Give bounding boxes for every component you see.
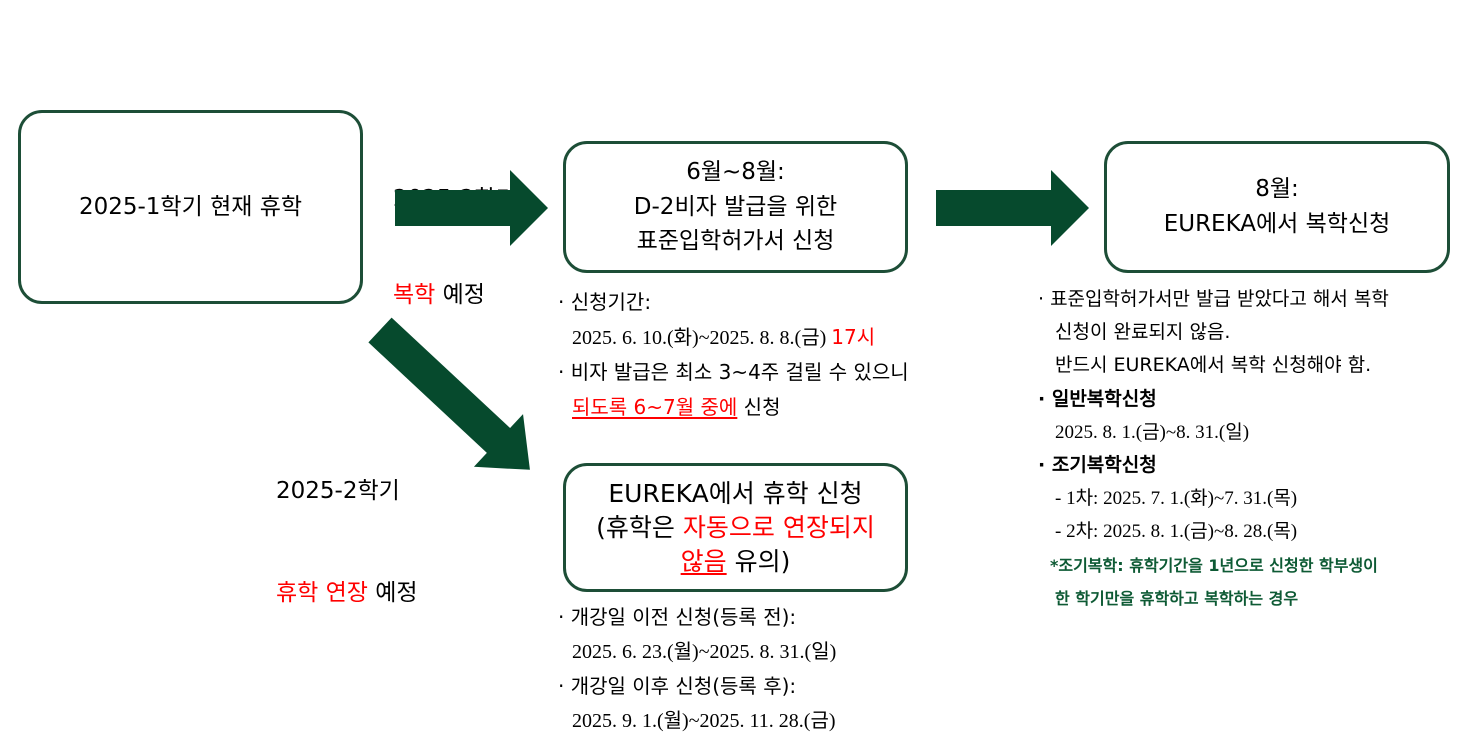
regular-return-dates: 2025. 8. 1.(금)~8. 31.(일) xyxy=(1055,421,1250,443)
early-return-round: - 2차: 2025. 8. 1.(금)~8. 28.(목) xyxy=(1055,521,1298,543)
regular-return-title: · 일반복학신청 xyxy=(1038,387,1157,410)
visa-step-notes: · 신청기간: 2025. 6. 10.(화)~2025. 8. 8.(금) 1… xyxy=(558,285,909,424)
extend-step-notes: · 개강일 이전 신청(등록 전): 2025. 6. 23.(월)~2025.… xyxy=(558,600,836,738)
return-step-period: 8월: xyxy=(1255,176,1299,202)
return-step-action: EUREKA에서 복학신청 xyxy=(1163,211,1391,237)
visa-step-period: 6월~8월: xyxy=(686,159,785,186)
extend-branch-semester: 2025-2학기 xyxy=(276,478,400,504)
extend-after-dates: 2025. 9. 1.(월)~2025. 11. 28.(금) xyxy=(572,709,836,732)
return-branch-highlight: 복학 xyxy=(393,282,436,308)
arrow-right-icon xyxy=(395,170,548,246)
return-step-box: 8월: EUREKA에서 복학신청 xyxy=(1104,141,1450,273)
visa-step-action: 표준입학허가서 신청 xyxy=(636,228,835,255)
extend-branch-label: 2025-2학기 휴학 연장 예정 xyxy=(276,406,418,678)
visa-advice-line: 되도록 6~7월 중에 신청 xyxy=(558,390,909,425)
visa-period-deadline: 17시 xyxy=(831,324,876,349)
visa-step-title: D-2비자 발급을 위한 xyxy=(633,193,838,220)
early-return-round: - 1차: 2025. 7. 1.(화)~7. 31.(목) xyxy=(1055,488,1298,510)
extend-step-warning-rest: 유의) xyxy=(726,546,791,576)
visa-period-label: · 신청기간: xyxy=(558,290,652,314)
arrow-down-right-icon xyxy=(368,317,530,470)
return-branch-rest: 예정 xyxy=(435,282,485,308)
arrow-to-visa-shape xyxy=(395,170,548,246)
extend-before-label: · 개강일 이전 신청(등록 전): xyxy=(558,605,797,629)
extend-step-action: EUREKA에서 휴학 신청 xyxy=(608,478,863,508)
extend-branch-highlight: 휴학 연장 xyxy=(276,580,368,606)
visa-period-line: 2025. 6. 10.(화)~2025. 8. 8.(금) 17시 xyxy=(558,320,909,356)
extend-after-label: · 개강일 이후 신청(등록 후): xyxy=(558,674,797,698)
arrow-to-extend-shape xyxy=(368,317,530,470)
extend-step-warning-highlight: 자동으로 연장되지 xyxy=(682,512,875,542)
extend-step-warning-line1: (휴학은 자동으로 연장되지 xyxy=(596,511,875,545)
arrow-right-icon xyxy=(936,170,1089,246)
current-status-label: 2025-1학기 현재 휴학 xyxy=(78,194,303,220)
extend-step-box: EUREKA에서 휴학 신청 (휴학은 자동으로 연장되지 않음 유의) xyxy=(563,463,908,592)
return-warning-line: 반드시 EUREKA에서 복학 신청해야 함. xyxy=(1055,354,1372,377)
current-status-box: 2025-1학기 현재 휴학 xyxy=(18,110,363,304)
return-step-notes: · 표준입학허가서만 발급 받았다고 해서 복학 신청이 완료되지 않음. 반드… xyxy=(1038,283,1389,615)
return-warning-line: 신청이 완료되지 않음. xyxy=(1055,321,1231,344)
extend-branch-rest: 예정 xyxy=(367,580,418,606)
visa-advice-highlight: 되도록 6~7월 중에 xyxy=(572,394,738,419)
early-return-title: · 조기복학신청 xyxy=(1038,454,1157,477)
visa-period-dates: 2025. 6. 10.(화)~2025. 8. 8.(금) xyxy=(572,326,832,349)
visa-advice: · 비자 발급은 최소 3~4주 걸릴 수 있으니 xyxy=(558,360,909,384)
extend-before-dates: 2025. 6. 23.(월)~2025. 8. 31.(일) xyxy=(572,640,837,663)
early-return-footnote: 한 학기만을 휴학하고 복학하는 경우 xyxy=(1055,588,1299,608)
extend-branch-plan: 휴학 연장 예정 xyxy=(276,576,418,610)
return-branch-plan: 복학 예정 xyxy=(393,279,517,311)
extend-step-warning-line2: 않음 유의) xyxy=(681,545,791,579)
extend-step-warning-prefix: (휴학은 xyxy=(596,512,683,542)
visa-advice-rest: 신청 xyxy=(737,394,781,419)
extend-step-warning-underlined: 않음 xyxy=(680,546,727,576)
early-return-footnote: *조기복학: 휴학기간을 1년으로 신청한 학부생이 xyxy=(1050,555,1378,575)
arrow-to-return-shape xyxy=(936,170,1089,246)
return-warning-line: · 표준입학허가서만 발급 받았다고 해서 복학 xyxy=(1038,288,1389,310)
visa-step-box: 6월~8월: D-2비자 발급을 위한 표준입학허가서 신청 xyxy=(563,141,908,273)
